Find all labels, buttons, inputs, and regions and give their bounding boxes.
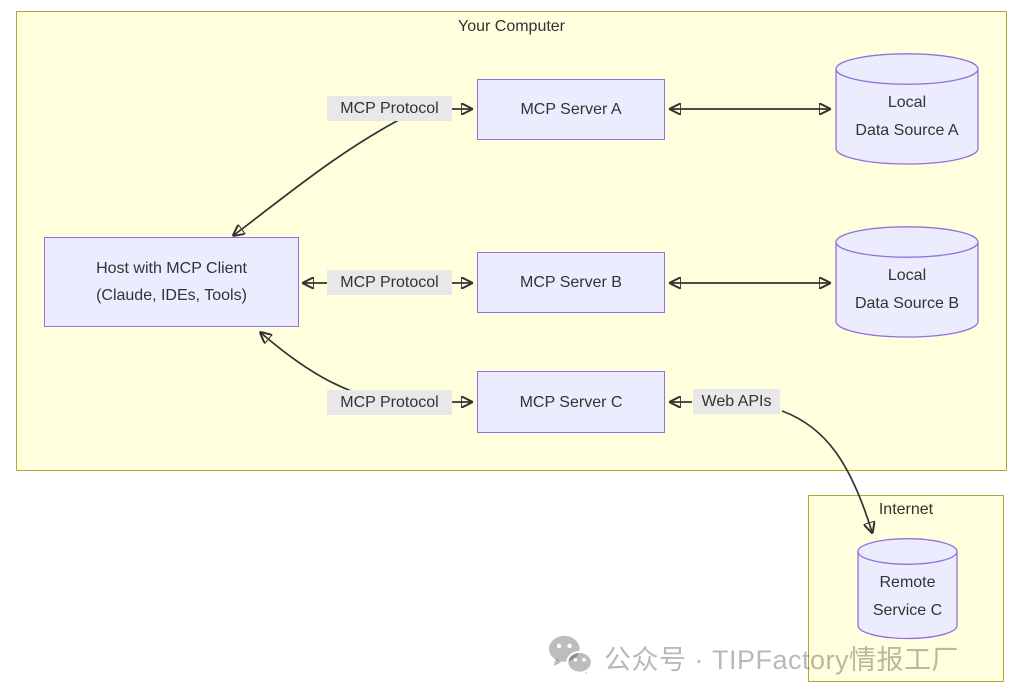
node-local-data-source-a: Local Data Source A — [835, 53, 979, 165]
node-local-data-source-a-label: Local Data Source A — [855, 94, 959, 139]
edge-label-mcp-protocol-b: MCP Protocol — [327, 270, 452, 295]
cylinder-shape — [835, 53, 979, 165]
cylinder-shape — [835, 226, 979, 338]
node-host-mcp-client: Host with MCP Client (Claude, IDEs, Tool… — [44, 237, 299, 327]
watermark: 公众号 · TIPFactory情报工厂 — [548, 634, 959, 680]
node-host-line2: (Claude, IDEs, Tools) — [96, 287, 247, 304]
node-host-line1: Host with MCP Client — [96, 260, 247, 277]
node-remote-service-c: Remote Service C — [857, 538, 958, 640]
edge-label-mcp-protocol-a: MCP Protocol — [327, 96, 452, 121]
edge-label-web-apis: Web APIs — [693, 389, 780, 414]
node-mcp-server-a: MCP Server A — [477, 79, 665, 140]
cluster-your-computer-label: Your Computer — [457, 18, 566, 35]
node-mcp-server-c: MCP Server C — [477, 371, 665, 433]
node-local-data-source-b: Local Data Source B — [835, 226, 979, 338]
watermark-text: 公众号 · TIPFactory情报工厂 — [604, 644, 960, 675]
node-mcp-server-b-label: MCP Server B — [520, 274, 622, 291]
node-mcp-server-c-label: MCP Server C — [519, 393, 623, 411]
wechat-icon — [548, 635, 593, 679]
cluster-internet-label: Internet — [878, 501, 934, 518]
node-remote-service-c-label: Remote Service C — [872, 574, 943, 619]
node-mcp-server-b: MCP Server B — [477, 252, 665, 313]
edge-label-mcp-protocol-c: MCP Protocol — [327, 390, 452, 415]
node-local-data-source-b-label: Local Data Source B — [854, 267, 960, 312]
node-mcp-server-a-label: MCP Server A — [520, 101, 622, 118]
cylinder-shape — [857, 538, 958, 640]
